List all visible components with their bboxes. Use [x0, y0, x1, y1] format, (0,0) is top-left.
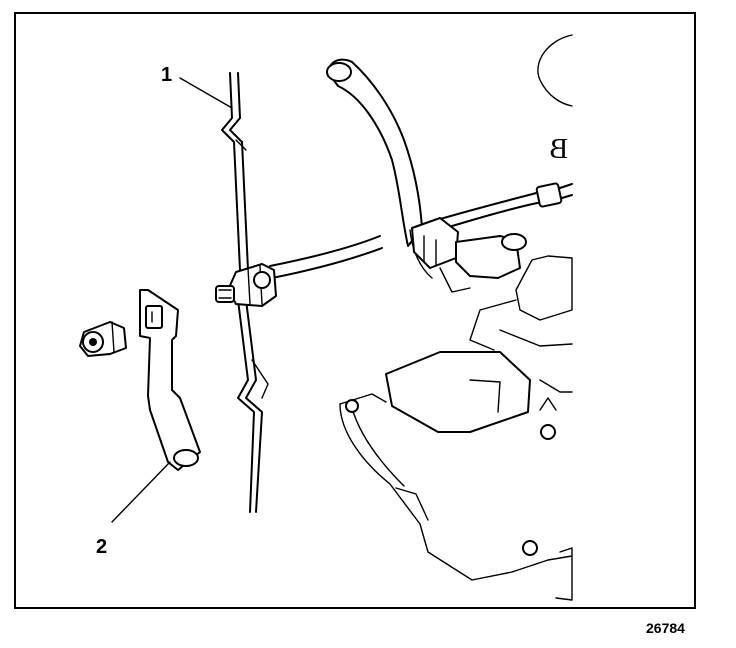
air-cleaner-housing: B	[537, 34, 573, 165]
hose-clip-assembly	[411, 217, 527, 293]
figure-number: 26784	[646, 620, 685, 636]
leader-line-2	[111, 461, 171, 523]
nut	[79, 321, 127, 357]
line-to-valve	[269, 235, 383, 279]
letter-mark: B	[549, 134, 568, 165]
engine-block	[339, 255, 573, 601]
leader-line-1	[179, 77, 233, 109]
valve-fitting	[215, 263, 277, 307]
figure-frame	[14, 12, 696, 609]
mounting-bracket	[139, 289, 201, 471]
callout-2: 2	[96, 536, 107, 558]
callout-1: 1	[161, 64, 172, 86]
vacuum-line	[429, 182, 573, 233]
